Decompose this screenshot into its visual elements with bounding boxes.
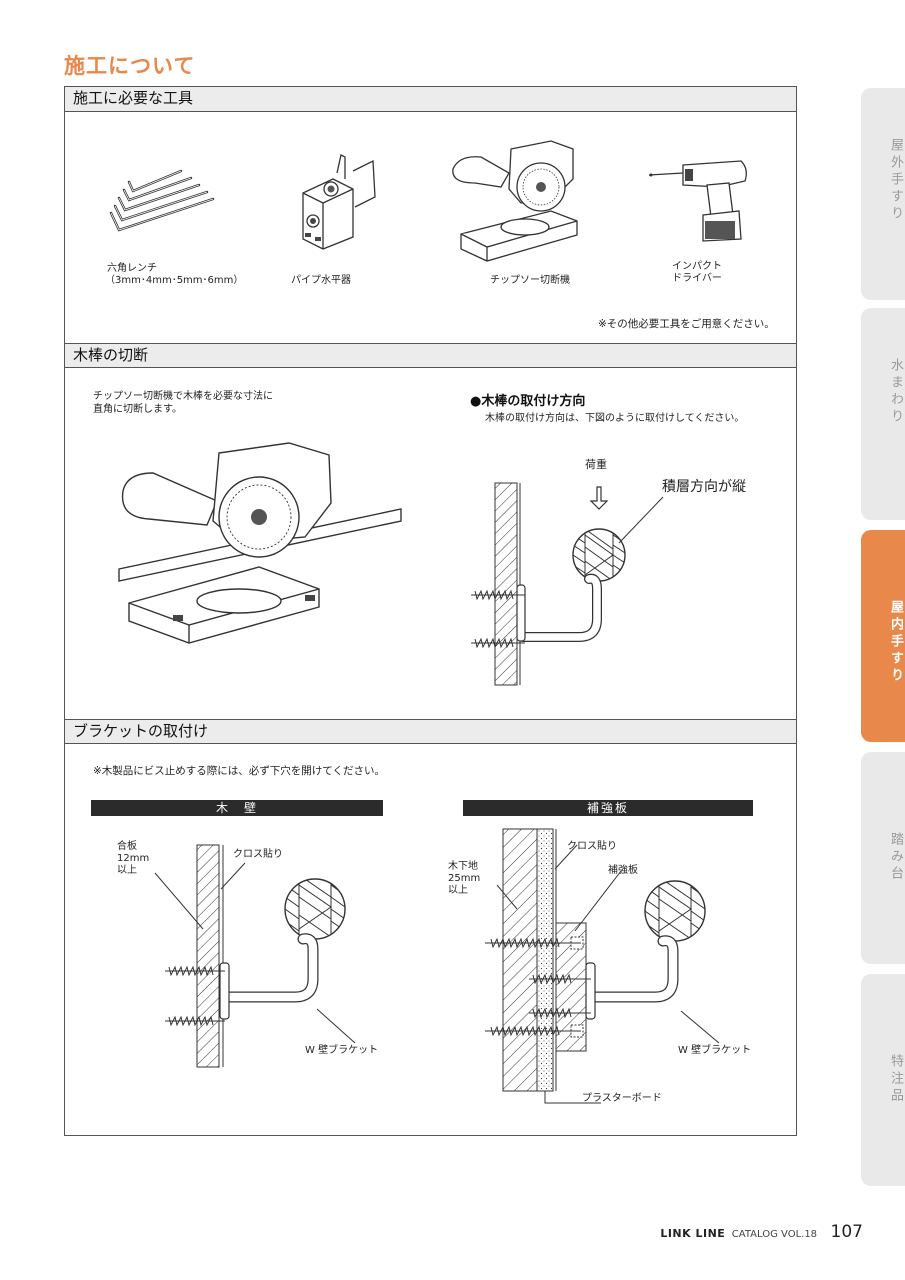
load-label: 荷重 — [585, 458, 607, 471]
tools-note: ※その他必要工具をご用意ください。 — [598, 318, 775, 330]
section-title-tools: 施工に必要な工具 — [65, 87, 796, 112]
section-title-cutting: 木棒の切断 — [65, 343, 796, 368]
tab-label-indoor: 屋内手すり — [888, 600, 903, 685]
orientation-title: ●木棒の取付け方向 — [470, 394, 586, 409]
reinforce-diagram — [485, 828, 720, 1104]
pipe-level-illustration — [302, 154, 376, 250]
tab-outdoor-handrail[interactable]: 屋外手すり — [861, 88, 905, 300]
footer-brand: LINK LINE — [660, 1227, 726, 1240]
plywood-label-3: 以上 — [117, 865, 137, 876]
side-tabs: 屋外手すり 水まわり 屋内手すり 踏み台 特注品 — [861, 0, 905, 1280]
base-label-3: 以上 — [448, 885, 468, 896]
page-number: 107 — [830, 1222, 863, 1242]
cloth-label-wood: クロス貼り — [233, 849, 283, 860]
base-label-2: 25mm — [448, 873, 481, 884]
tab-label-outdoor: 屋外手すり — [888, 138, 903, 223]
bracket-label-wood: W 壁ブラケット — [305, 1045, 379, 1056]
plaster-label: プラスターボード — [582, 1093, 662, 1104]
cutting-desc-line2: 直角に切断します。 — [93, 404, 182, 415]
tab-indoor-handrail[interactable]: 屋内手すり — [861, 530, 905, 742]
rod-orientation-diagram — [471, 482, 664, 686]
tool-label-impact-driver-2: ドライバー — [672, 273, 722, 284]
page-title: 施工について — [64, 54, 196, 78]
bracket-note: ※木製品にビス止めする際には、必ず下穴を開けてください。 — [93, 765, 385, 777]
tab-water-area[interactable]: 水まわり — [861, 308, 905, 520]
base-label-1: 木下地 — [448, 861, 478, 872]
page-footer: LINK LINE CATALOG VOL.18 107 — [660, 1222, 863, 1242]
wood-wall-header: 木 壁 — [91, 800, 383, 816]
section-title-bracket: ブラケットの取付け — [65, 719, 796, 744]
tool-detail-hex-wrench: （3mm･4mm･5mm･6mm） — [105, 275, 244, 286]
tab-step-stool[interactable]: 踏み台 — [861, 752, 905, 964]
plywood-label-2: 12mm — [117, 853, 150, 864]
tool-label-chip-saw: チップソー切断機 — [490, 275, 570, 286]
tab-label-water: 水まわり — [888, 358, 903, 426]
tool-label-hex-wrench: 六角レンチ — [107, 263, 157, 274]
tab-label-custom: 特注品 — [888, 1054, 903, 1105]
hex-wrench-illustration — [109, 169, 215, 232]
grain-label: 積層方向が縦 — [662, 479, 746, 495]
cloth-label-reinforce: クロス貼り — [567, 841, 617, 852]
footer-catalog: CATALOG VOL.18 — [731, 1229, 818, 1240]
orientation-desc: 木棒の取付け方向は、下図のように取付けしてください。 — [485, 413, 745, 424]
reinforce-header: 補強板 — [463, 800, 753, 816]
wood-wall-diagram — [154, 844, 356, 1068]
bracket-label-reinforce: W 壁ブラケット — [678, 1045, 752, 1056]
tool-label-pipe-level: パイプ水平器 — [291, 275, 351, 286]
impact-driver-illustration — [648, 160, 747, 242]
cutting-desc-line1: チップソー切断機で木棒を必要な寸法に — [93, 391, 273, 402]
content-frame: 施工に必要な工具 六角レンチ （3mm･4mm･5mm･6mm） — [64, 86, 797, 1136]
chip-saw-illustration — [452, 140, 578, 262]
board-label: 補強板 — [608, 865, 638, 876]
tool-label-impact-driver-1: インパクト — [672, 261, 722, 272]
plywood-label-1: 合板 — [117, 841, 137, 852]
chip-saw-cutting-illustration — [118, 442, 402, 644]
tab-label-step: 踏み台 — [888, 832, 903, 883]
tab-custom-products[interactable]: 特注品 — [861, 974, 905, 1186]
